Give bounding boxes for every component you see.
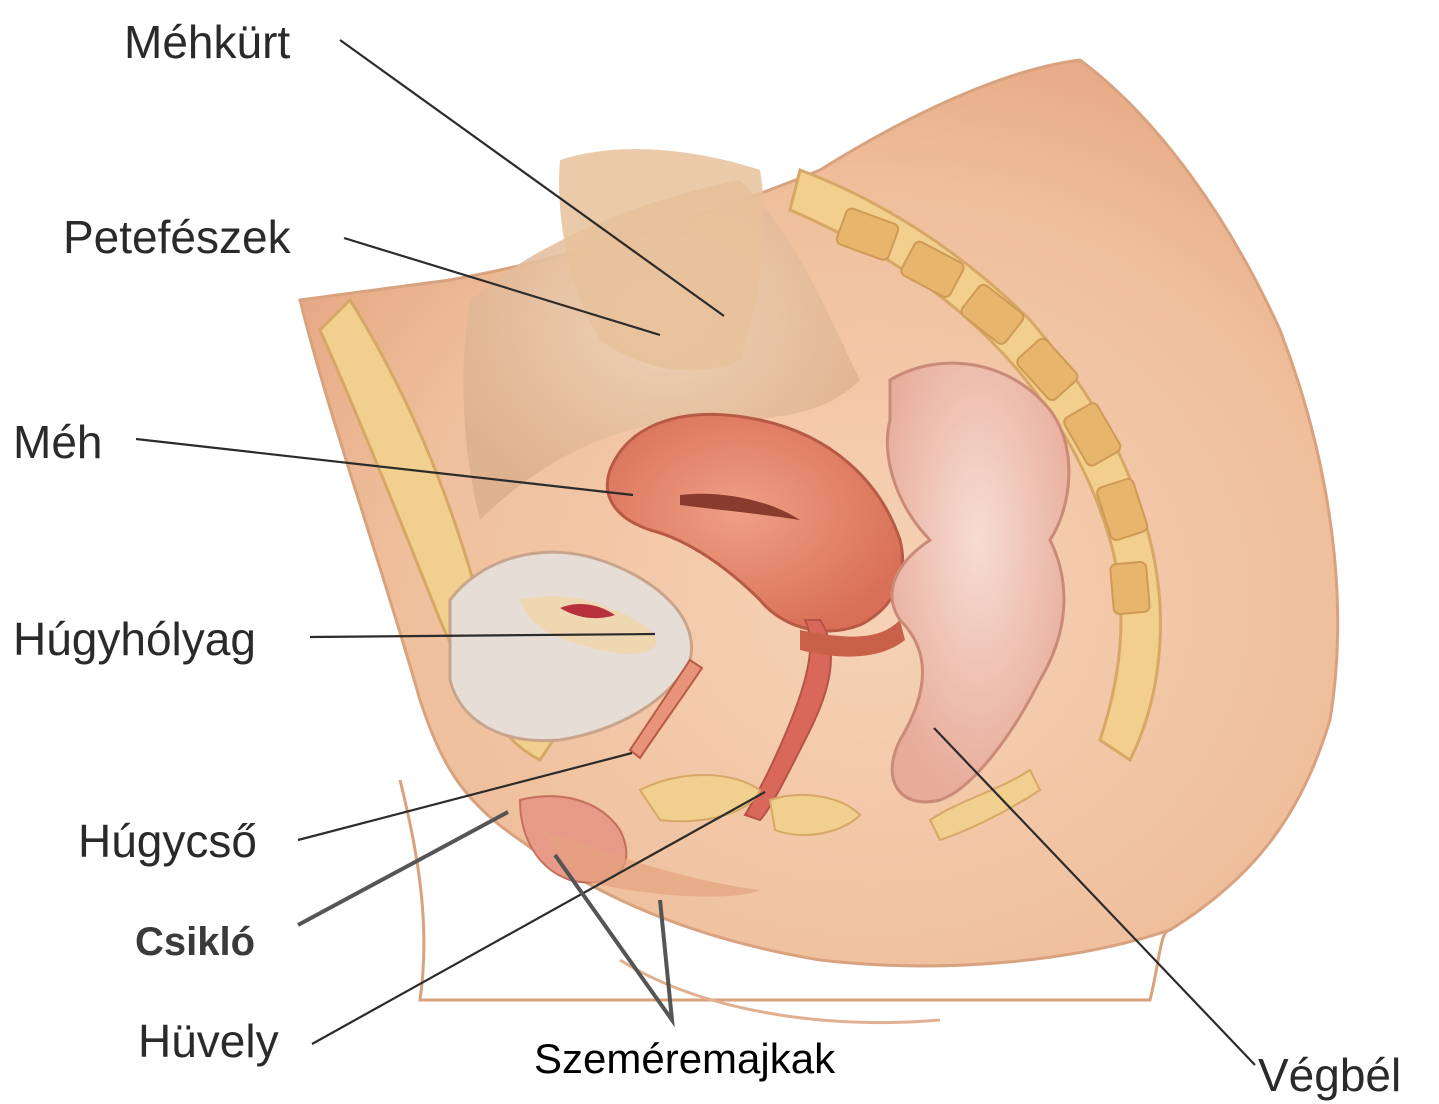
label-petefeszek: Petefészek: [63, 211, 292, 263]
label-csiklo: Csikló: [135, 920, 255, 964]
label-huvely: Hüvely: [138, 1015, 279, 1067]
label-szemeremajkak: Szeméremajkak: [534, 1035, 836, 1082]
label-meh: Méh: [13, 416, 102, 468]
label-vegbel: Végbél: [1258, 1049, 1401, 1101]
label-hugycso: Húgycső: [78, 815, 257, 867]
label-mehkurt: Méhkürt: [124, 16, 290, 68]
label-hugyholyag: Húgyhólyag: [13, 613, 256, 665]
leader-csiklo: [298, 812, 508, 925]
